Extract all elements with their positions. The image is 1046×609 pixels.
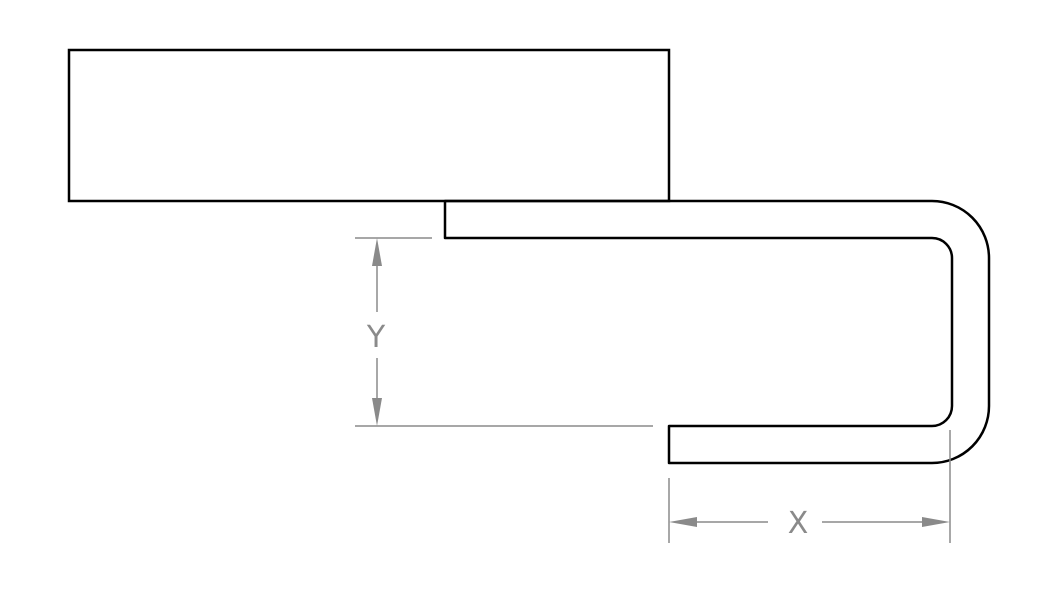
arrowhead-left <box>669 517 697 527</box>
dimension-label-x: X <box>788 506 809 541</box>
arrowhead-right <box>922 517 950 527</box>
arrowhead-up <box>372 238 382 266</box>
bent-strip <box>443 199 991 465</box>
arrowhead-down <box>372 398 382 426</box>
dimension-y: Y <box>355 237 653 427</box>
top-block <box>67 48 671 203</box>
dimension-label-y: Y <box>366 320 386 355</box>
dimension-x: X <box>668 430 951 543</box>
